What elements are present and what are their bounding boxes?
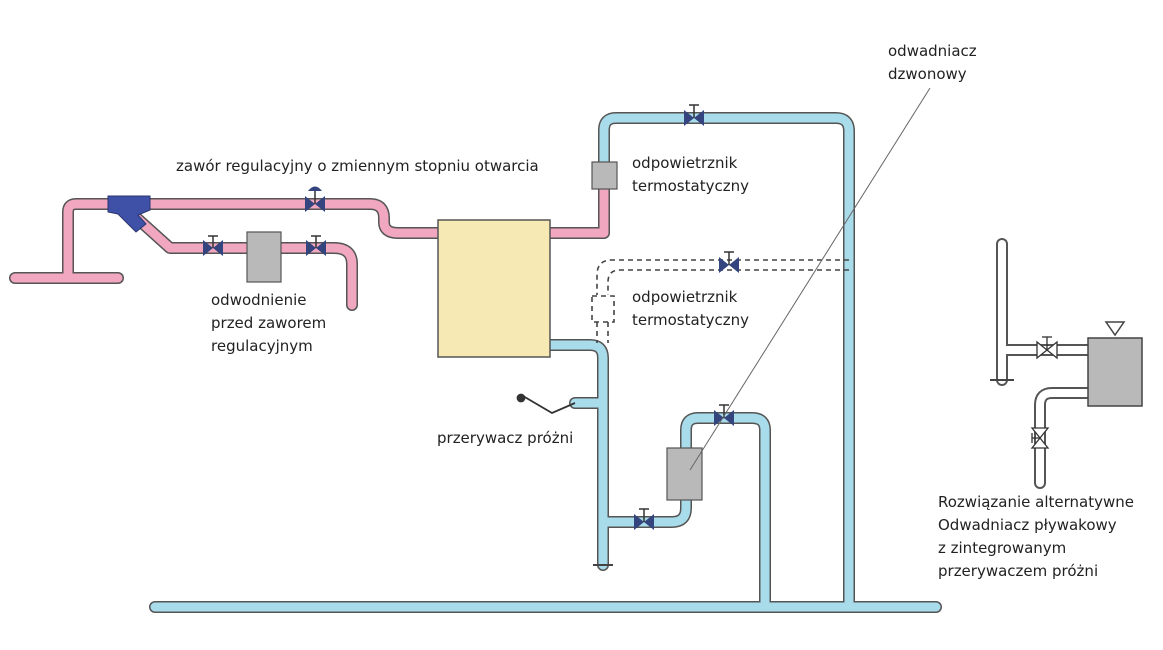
vacuum-breaker-icon (516, 393, 576, 415)
label-control-valve: zawór regulacyjny o zmiennym stopniu otw… (176, 157, 539, 175)
label-drain-before-2: przed zaworem (211, 314, 326, 332)
label-vent-top-2: termostatyczny (632, 177, 749, 195)
thermostatic-air-vent-top (591, 161, 618, 190)
valve-icon-dashed-branch (719, 251, 739, 273)
valves (203, 104, 1058, 530)
label-bell-trap-1: odwadniacz (888, 42, 977, 60)
valve-icon-drain-right (306, 235, 326, 256)
valve-icon-trap-inlet (634, 508, 654, 530)
bell-trap-leader-line (689, 87, 931, 471)
float-trap-vent-icon (1104, 321, 1126, 337)
control-valve-icon (305, 186, 325, 212)
label-alt-3: z zintegrowanym (938, 539, 1066, 557)
steam-pipes (9, 174, 610, 311)
dashed-vent-branch (591, 259, 849, 343)
label-alt-1: Rozwiązanie alternatywne (938, 493, 1134, 511)
label-drain-before-3: regulacyjnym (211, 337, 313, 355)
valve-icon-alt-vertical (1030, 427, 1050, 449)
heat-exchanger (437, 219, 551, 358)
pipe-end-caps (593, 379, 1014, 566)
label-vent-mid-2: termostatyczny (632, 311, 749, 329)
valve-icon-top (684, 104, 704, 126)
drain-trap-before-valve (246, 231, 282, 283)
label-vent-top-1: odpowietrznik (632, 154, 738, 172)
labels: zawór regulacyjny o zmiennym stopniu otw… (176, 42, 1134, 580)
strainer-icon (107, 195, 151, 233)
label-alt-2: Odwadniacz pływakowy (938, 516, 1117, 534)
valve-icon-drain-left (203, 235, 223, 256)
label-vent-mid-1: odpowietrznik (632, 288, 738, 306)
label-alt-4: przerywaczem próżni (938, 562, 1098, 580)
bell-trap (666, 447, 703, 501)
valve-icon-alt-horizontal (1036, 336, 1058, 360)
label-bell-trap-2: dzwonowy (888, 65, 967, 83)
float-trap-alternative (1087, 337, 1143, 407)
label-drain-before-1: odwodnienie (211, 291, 306, 309)
label-vacuum-breaker: przerywacz próżni (437, 429, 573, 447)
